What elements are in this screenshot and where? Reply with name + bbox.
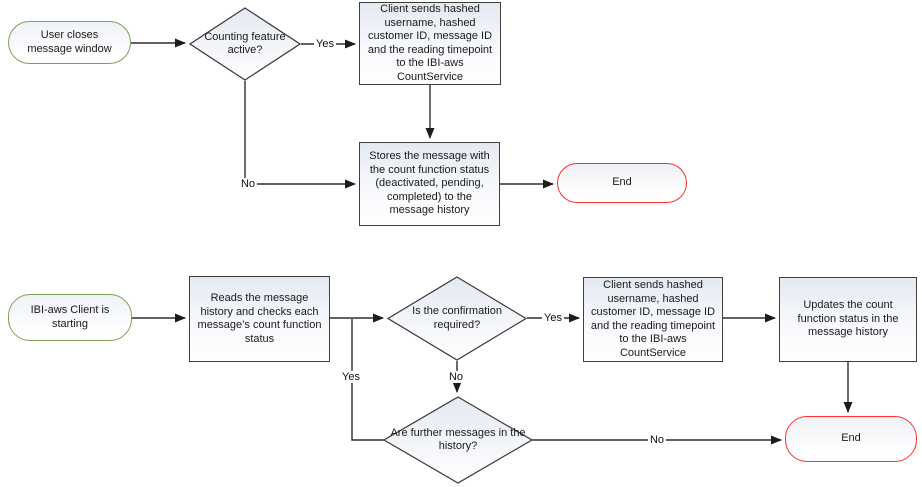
edge-label-further-yes: Yes [340, 371, 362, 383]
decision-node-confirmation-required: Is the confirmation required? [387, 276, 527, 361]
decision-node-further-messages: Are further messages in the history? [383, 396, 533, 484]
node-label: Is the confirmation required? [412, 305, 502, 331]
end-node-top: End [557, 163, 687, 203]
node-label: Reads the message history and checks eac… [197, 292, 322, 345]
edge-label-further-no: No [647, 434, 667, 446]
edge-counting-no [244, 81, 356, 189]
start-node-user-closes-message-window: User closes message window [8, 21, 131, 64]
edge-label-confirmation-no: No [446, 371, 466, 383]
process-node-client-sends-top: Client sends hashed username, hashed cus… [359, 2, 501, 85]
decision-node-counting-feature-active: Counting feature active? [189, 7, 301, 81]
diamond-shape [383, 396, 533, 484]
diamond-shape [387, 276, 527, 361]
node-label: End [612, 176, 632, 189]
node-label: Client sends hashed username, hashed cus… [367, 3, 493, 83]
start-node-client-is-starting: IBI-aws Client is starting [8, 294, 132, 341]
node-label: Updates the count function status in the… [797, 299, 899, 339]
process-node-reads-history: Reads the message history and checks eac… [189, 276, 330, 362]
node-label: User closes message window [27, 29, 112, 55]
node-label: Stores the message with the count functi… [369, 150, 490, 217]
edge-label-counting-yes: Yes [314, 38, 336, 50]
node-label: End [841, 432, 861, 445]
edge-label-counting-no: No [238, 178, 258, 190]
process-node-client-sends-bottom: Client sends hashed username, hashed cus… [583, 277, 723, 362]
node-label: Counting feature active? [204, 30, 286, 57]
process-node-updates-status: Updates the count function status in the… [779, 277, 917, 362]
end-node-bottom: End [785, 416, 917, 462]
process-node-stores-message: Stores the message with the count functi… [359, 142, 500, 226]
diamond-shape [189, 7, 301, 81]
node-label: Are further messages in the history? [390, 426, 526, 453]
node-label: IBI-aws Client is starting [30, 304, 110, 330]
edge-label-confirmation-yes: Yes [542, 312, 564, 324]
node-label: Client sends hashed username, hashed cus… [590, 279, 716, 359]
